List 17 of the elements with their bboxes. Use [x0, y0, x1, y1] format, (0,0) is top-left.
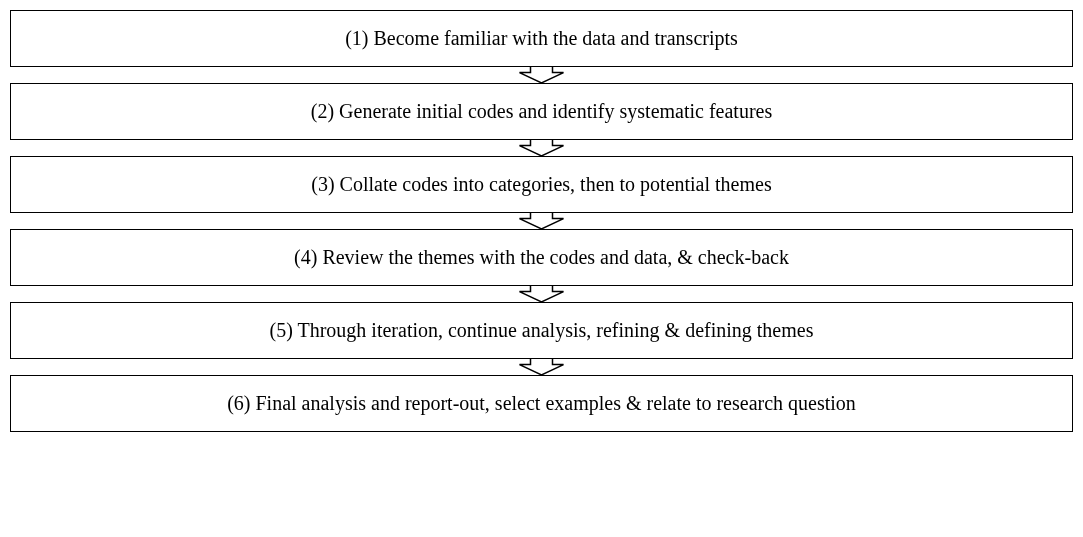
step-label: (1) Become familiar with the data and transcripts — [345, 27, 738, 50]
block-arrow — [518, 66, 565, 84]
process-box — [10, 156, 1073, 213]
process-box — [10, 302, 1073, 359]
step-label: (4) Review the themes with the codes and data, & check-back — [294, 246, 789, 269]
step-label: (6) Final analysis and report-out, select examples & relate to research question — [227, 392, 856, 415]
step-label: (2) Generate initial codes and identify systematic features — [310, 100, 773, 123]
process-box — [10, 83, 1073, 140]
process-box — [10, 10, 1073, 67]
block-arrow — [518, 139, 565, 157]
block-arrow — [518, 285, 565, 303]
step-label: (3) Collate codes into categories, then to potential themes — [311, 173, 772, 196]
process-box — [10, 229, 1073, 286]
block-arrow — [518, 212, 565, 230]
block-arrow — [518, 358, 565, 376]
step-label: (5) Through iteration, continue analysis, refining & defining themes — [269, 319, 814, 342]
process-box — [10, 375, 1073, 432]
